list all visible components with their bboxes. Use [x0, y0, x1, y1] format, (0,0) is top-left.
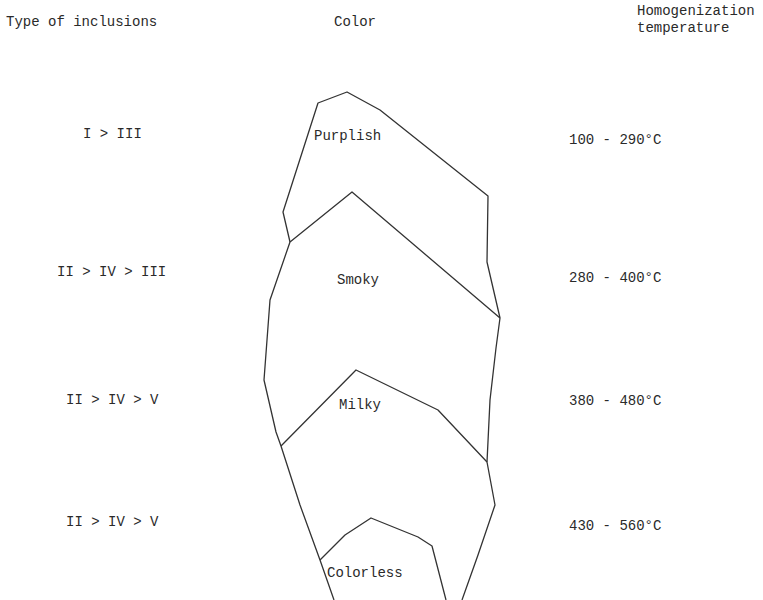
temperature-range: 100 - 290°C	[569, 132, 661, 149]
temperature-range: 280 - 400°C	[569, 270, 661, 287]
color-zone: Purplish	[310, 126, 385, 146]
zone-label: Colorless	[327, 565, 403, 581]
zone-label: Milky	[339, 397, 381, 413]
zone-label: Purplish	[314, 128, 381, 144]
column-heading: Homogenization temperature	[637, 3, 757, 37]
zone-label: Smoky	[337, 272, 379, 288]
inclusion-type: II > IV > III	[57, 264, 166, 281]
column-heading: Type of inclusions	[6, 14, 157, 31]
inclusion-type: II > IV > V	[66, 392, 158, 409]
inclusion-type: II > IV > V	[66, 514, 158, 531]
column-heading: Color	[334, 14, 376, 31]
color-zone: Smoky	[333, 270, 383, 290]
color-zone: Colorless	[323, 563, 407, 583]
inclusion-type: I > III	[83, 126, 142, 143]
color-zone: Milky	[335, 395, 385, 415]
temperature-range: 430 - 560°C	[569, 518, 661, 535]
temperature-range: 380 - 480°C	[569, 393, 661, 410]
